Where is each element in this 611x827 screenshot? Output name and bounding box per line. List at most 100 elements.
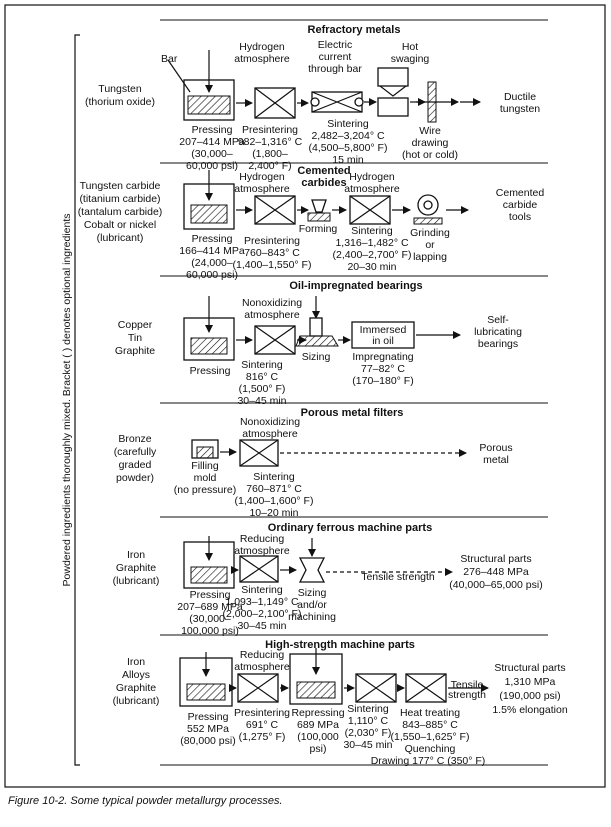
text-line: 30–45 min (237, 395, 286, 407)
text-line: (40,000–65,000 psi) (449, 579, 542, 591)
immersed-box (351, 321, 415, 349)
text-line: atmosphere (242, 428, 298, 440)
text-line: Cobalt or nickel (84, 219, 156, 231)
text-line: psi) (310, 743, 327, 755)
furnace-cross (239, 555, 279, 583)
text-line: Impregnating (352, 351, 413, 363)
section-oil-impregnated-bearings: Oil-impregnated bearings CopperTinGraphi… (115, 280, 522, 407)
text-line: atmosphere (234, 183, 290, 195)
text-line: Graphite (116, 682, 156, 694)
text-line: (1,400–1,600° F) (235, 495, 314, 507)
text-line: 2,482–3,204° C (311, 130, 385, 142)
text-line: 760–871° C (246, 483, 302, 495)
sizing-text: Sizing (302, 351, 331, 363)
text-line: Pressing (192, 233, 233, 245)
text-line: Presintering (234, 707, 290, 719)
text-line: Pressing (188, 711, 229, 723)
text-line: (thorium oxide) (85, 96, 155, 108)
sizing-icon (298, 538, 326, 583)
ingredients-text: Tungsten carbide(titanium carbide)(tanta… (78, 180, 163, 244)
section-porous-metal-filters: Porous metal filters Bronze(carefullygra… (114, 407, 513, 519)
text-line: Hydrogen (239, 41, 285, 53)
text-line: tools (509, 211, 531, 223)
text-line: atmosphere (234, 545, 290, 557)
figure-caption: Figure 10-2. Some typical powder metallu… (8, 795, 283, 807)
text-line: (2,400–2,700° F) (333, 249, 412, 261)
text-line: 552 MPa (187, 723, 229, 735)
text-line: 760–843° C (244, 247, 300, 259)
text-line: (titanium carbide) (79, 193, 160, 205)
text-line: tungsten (500, 103, 540, 115)
forming-icon (307, 199, 331, 222)
text-line: Immersed (360, 324, 407, 336)
text-line: 1,316–1,482° C (335, 237, 409, 249)
text-line: 1,310 MPa (505, 676, 556, 688)
result-text: Structural parts 1,310 MPa (190,000 psi) 1.… (492, 662, 567, 716)
text-line: (1,500° F) (239, 383, 286, 395)
text-line: Graphite (116, 562, 156, 574)
text-line: Grinding (410, 227, 450, 239)
text-line: Sintering (351, 225, 393, 237)
ingredients-text: Tungsten(thorium oxide) (85, 83, 155, 108)
text-line: Tensile (451, 679, 484, 691)
text-line: (80,000 psi) (180, 735, 235, 747)
text-line: 30–45 min (343, 739, 392, 751)
text-line: 2,400° F) (248, 160, 291, 172)
text-line: lubricating (474, 326, 522, 338)
text-line: (190,000 psi) (499, 690, 560, 702)
text-line: Nonoxidizing (242, 297, 302, 309)
furnace-cross (239, 439, 279, 467)
text-line: Pressing (192, 124, 233, 136)
furnace-cross (349, 195, 391, 225)
text-line: Nonoxidizing (240, 416, 300, 428)
electric-sintering-icon (310, 91, 364, 113)
text-line: (lubricant) (97, 232, 144, 244)
text-line: (1,800– (252, 148, 288, 160)
section-ordinary-ferrous-parts: Ordinary ferrous machine parts IronGraph… (113, 522, 543, 637)
text-line: 30–45 min (237, 620, 286, 632)
text-line: 982–1,316° C (238, 136, 303, 148)
text-line: Sintering (327, 118, 369, 130)
text-line: Sintering (241, 584, 283, 596)
text-line: Iron (127, 656, 145, 668)
text-line: Tin (128, 332, 142, 344)
text-line: (no pressure) (174, 484, 236, 496)
text-line: (100,000 (297, 731, 339, 743)
text-line: Sintering (253, 471, 295, 483)
filling-mold-icon (191, 439, 219, 459)
text-line: Sintering (347, 703, 389, 715)
tensile-text: Tensile strength (361, 571, 435, 583)
text-line: (lubricant) (113, 695, 160, 707)
text-line: atmosphere (244, 309, 300, 321)
text-line: carbide (503, 199, 538, 211)
text-line: drawing (412, 137, 449, 149)
text-line: 1.5% elongation (492, 704, 567, 716)
section-title: Refractory metals (308, 24, 401, 36)
press-die-icon (179, 652, 233, 707)
furnace-cross (355, 673, 397, 703)
text-line: 60,000 psi) (186, 269, 238, 281)
text-line: 1,093–1,149° C (225, 596, 299, 608)
text-line: bearings (478, 338, 518, 350)
text-line: Electric (318, 39, 352, 51)
text-line: Reducing (240, 533, 285, 545)
text-line: Structural parts (494, 662, 565, 674)
text-line: Presintering (244, 235, 300, 247)
